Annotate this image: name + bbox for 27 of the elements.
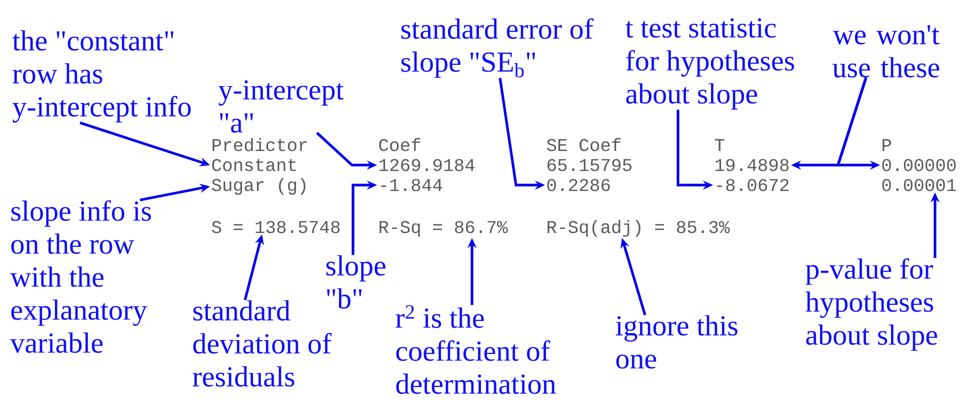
annotation-text: t test statistic for hypotheses about slope xyxy=(626,18,794,110)
table-cell: 0.2286 xyxy=(547,178,610,192)
table-cell: 19.4898 xyxy=(716,158,789,172)
table-cell: P xyxy=(882,139,892,151)
table-cell: R-Sq(adj) = 85.3% xyxy=(548,220,730,237)
table-cell: SE Coef xyxy=(546,138,621,152)
table-cell: -8.0672 xyxy=(717,178,789,192)
annotation-text: p-value for hypotheses about slope xyxy=(806,258,938,351)
annotation-text: standard error of slope "SE$_{b}$" xyxy=(401,18,594,78)
annotation-text: r$^{2}$ is the coefficient of determination xyxy=(396,305,556,394)
table-cell: 1269.9184 xyxy=(380,158,474,172)
table-cell: T xyxy=(714,139,724,151)
table-cell: -1.844 xyxy=(381,178,442,192)
table-cell: R-Sq = 86.7% xyxy=(380,220,508,237)
table-cell: Constant xyxy=(212,158,296,172)
table-cell: S = 138.5748 xyxy=(212,220,340,234)
table-cell: Predictor xyxy=(212,138,307,152)
annotation-text: ignore this one xyxy=(616,315,738,369)
annotation-text: the "constant" row has y-intercept info xyxy=(12,30,191,123)
table-cell: Coef xyxy=(379,138,420,152)
table-cell: 0.00000 xyxy=(882,158,956,172)
table-cell: 65.15795 xyxy=(548,158,632,172)
table-cell: Sugar (g) xyxy=(212,178,306,195)
annotation-text: we won't use these xyxy=(832,25,940,78)
table-cell: 0.00001 xyxy=(882,178,956,192)
annotation-text: y-intercept "a" xyxy=(218,80,344,133)
annotation-text: slope info is on the row with the explanatory variable xyxy=(10,200,151,353)
